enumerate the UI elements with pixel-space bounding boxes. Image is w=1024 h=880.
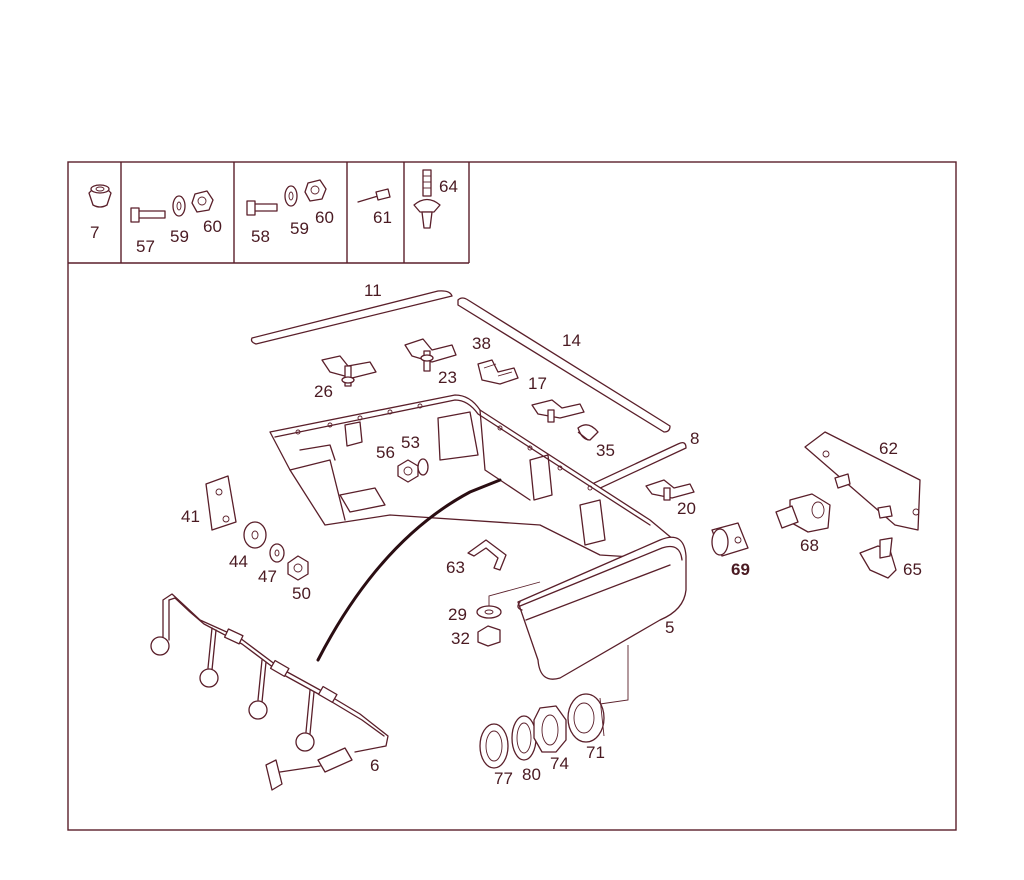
label-64: 64: [439, 177, 458, 196]
label-26: 26: [314, 382, 333, 401]
part-71-sensor-housing: [567, 693, 605, 743]
label-59b: 59: [290, 219, 309, 238]
bumper-carrier: [269, 394, 681, 561]
label-29: 29: [448, 605, 467, 624]
leader-29: [488, 581, 541, 606]
part-23-clip: [404, 338, 457, 372]
part-6-wiring-harness: [150, 593, 389, 791]
label-5: 5: [665, 618, 674, 637]
part-63-bracket: [467, 539, 507, 571]
part-64-expanding-rivet: [413, 169, 441, 229]
label-68: 68: [800, 536, 819, 555]
label-60b: 60: [315, 208, 334, 227]
label-41: 41: [181, 507, 200, 526]
part-80-ring: [511, 715, 537, 761]
part-47-washer: [269, 543, 285, 563]
part-50-nut: [287, 555, 309, 581]
label-57: 57: [136, 237, 155, 256]
label-74: 74: [550, 754, 569, 773]
small-parts-box: [68, 162, 470, 264]
part-41-bracket: [205, 475, 237, 531]
part-35-clip: [577, 424, 599, 441]
label-59: 59: [170, 227, 189, 246]
part-26-clip: [321, 355, 377, 387]
part-57-bolt: [130, 207, 166, 223]
label-17: 17: [528, 374, 547, 393]
part-58-bolt: [246, 200, 278, 216]
routing-line: [316, 478, 502, 662]
label-50: 50: [292, 584, 311, 603]
label-20: 20: [677, 499, 696, 518]
label-69: 69: [731, 560, 750, 579]
leader-5: [599, 645, 629, 705]
label-71: 71: [586, 743, 605, 762]
label-61: 61: [373, 208, 392, 227]
part-77-ring: [479, 723, 509, 769]
label-35: 35: [596, 441, 615, 460]
part-17-clip: [531, 399, 585, 423]
part-7-grommet: [88, 184, 112, 208]
label-47: 47: [258, 567, 277, 586]
label-58: 58: [251, 227, 270, 246]
part-56-nut: [397, 459, 419, 483]
part-38-clip: [477, 359, 519, 385]
part-62-cover-plate: [804, 431, 921, 531]
part-11-trim-strip: [250, 290, 453, 345]
part-5-bumper-cover: [517, 536, 687, 680]
label-6: 6: [370, 756, 379, 775]
label-32: 32: [451, 629, 470, 648]
part-68-sensor-holder: [775, 493, 831, 533]
label-53: 53: [401, 433, 420, 452]
label-14: 14: [562, 331, 581, 350]
part-20-clip: [645, 479, 695, 501]
part-74-ring: [533, 705, 567, 753]
label-77: 77: [494, 769, 513, 788]
diagram-frame: [67, 161, 957, 831]
part-59-washer-b: [284, 185, 298, 207]
label-65: 65: [903, 560, 922, 579]
part-53-washer: [417, 458, 429, 476]
label-60: 60: [203, 217, 222, 236]
part-60-nut: [191, 190, 214, 213]
part-69-sensor: [711, 522, 749, 557]
part-44-washer: [243, 521, 267, 549]
label-11: 11: [364, 281, 382, 300]
part-29-washer: [476, 605, 502, 619]
label-80: 80: [522, 765, 541, 784]
label-44: 44: [229, 552, 248, 571]
part-60-nut-b: [304, 179, 327, 202]
label-56: 56: [376, 443, 395, 462]
label-62: 62: [879, 439, 898, 458]
part-32-nut: [477, 625, 501, 647]
part-59-washer: [172, 195, 186, 217]
label-8: 8: [690, 429, 699, 448]
label-23: 23: [438, 368, 457, 387]
label-7: 7: [90, 223, 99, 242]
part-14-trim-strip: [457, 297, 671, 433]
label-38: 38: [472, 334, 491, 353]
label-63: 63: [446, 558, 465, 577]
part-65-clip: [859, 537, 897, 579]
part-61-rivet: [357, 188, 391, 203]
